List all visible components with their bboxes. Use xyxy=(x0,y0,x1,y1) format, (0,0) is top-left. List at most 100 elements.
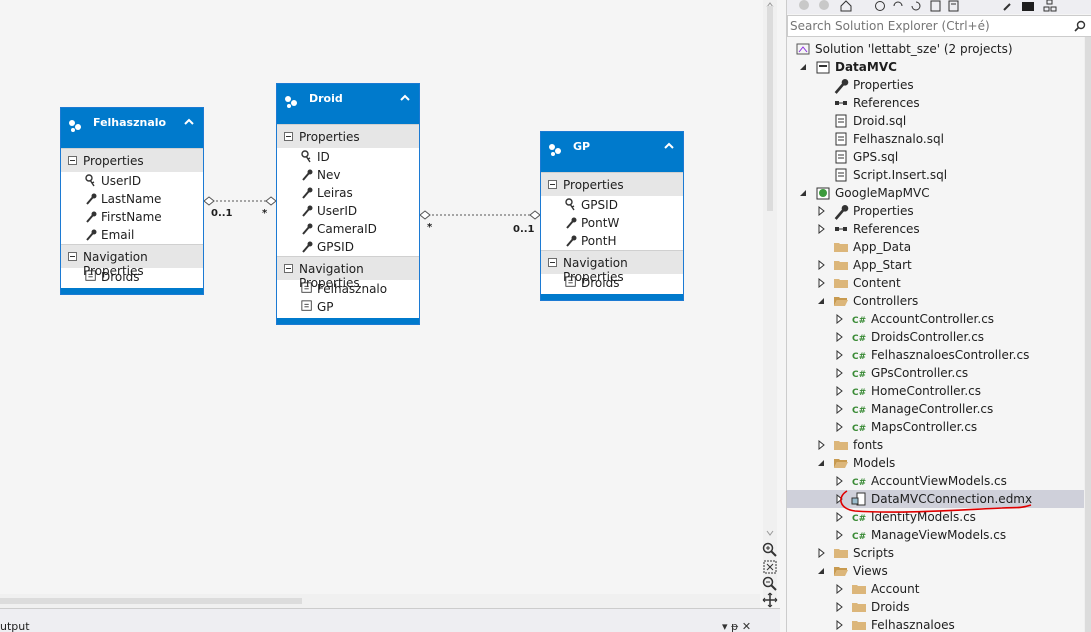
entity-property[interactable]: PontW xyxy=(541,214,683,232)
zoom-in-icon[interactable] xyxy=(762,542,778,558)
entity-property[interactable]: LastName xyxy=(61,190,203,208)
expand-arrow-icon[interactable] xyxy=(835,386,844,396)
back-icon[interactable] xyxy=(797,0,811,12)
tree-item[interactable]: Solution 'lettabt_sze' (2 projects) xyxy=(787,40,1084,58)
tree-item[interactable]: Droid.sql xyxy=(787,112,1084,130)
navigation-property[interactable]: Droids xyxy=(541,274,683,292)
entity-property[interactable]: UserID xyxy=(61,172,203,190)
class-view-icon[interactable] xyxy=(1043,0,1057,12)
tree-item[interactable]: App_Data xyxy=(787,238,1084,256)
expanded-arrow-icon[interactable] xyxy=(799,62,808,72)
solution-explorer-scrollbar[interactable] xyxy=(1084,37,1091,632)
output-tab-label[interactable]: utput xyxy=(0,620,30,632)
entity-property[interactable]: Leiras xyxy=(277,184,419,202)
search-input[interactable] xyxy=(790,18,1065,34)
tree-item[interactable]: C#AccountController.cs xyxy=(787,310,1084,328)
navigation-property[interactable]: Droids xyxy=(61,268,203,286)
expand-arrow-icon[interactable] xyxy=(835,530,844,540)
tree-item[interactable]: C#DroidsController.cs xyxy=(787,328,1084,346)
expand-arrow-icon[interactable] xyxy=(835,494,844,504)
collapse-all-icon[interactable] xyxy=(929,0,943,12)
expand-arrow-icon[interactable] xyxy=(835,512,844,522)
designer-horizontal-scrollbar[interactable] xyxy=(0,594,760,608)
show-all-files-icon[interactable] xyxy=(947,0,961,12)
tree-item[interactable]: C#ManageController.cs xyxy=(787,400,1084,418)
entity-property[interactable]: GPSID xyxy=(277,238,419,256)
expand-arrow-icon[interactable] xyxy=(817,548,826,558)
scrollbar-thumb[interactable] xyxy=(0,598,302,604)
expanded-arrow-icon[interactable] xyxy=(817,296,826,306)
tree-item[interactable]: Account xyxy=(787,580,1084,598)
entity-property[interactable]: Email xyxy=(61,226,203,244)
pan-icon[interactable] xyxy=(762,592,778,608)
navigation-section-header[interactable]: Navigation Properties xyxy=(277,256,419,290)
tree-item[interactable]: App_Start xyxy=(787,256,1084,274)
properties-section-header[interactable]: Properties xyxy=(61,148,203,172)
expand-arrow-icon[interactable] xyxy=(835,584,844,594)
tree-item[interactable]: Views xyxy=(787,562,1084,580)
entity-property[interactable]: UserID xyxy=(277,202,419,220)
navigation-section-header[interactable]: Navigation Properties xyxy=(541,250,683,284)
entity-property[interactable]: ID xyxy=(277,148,419,166)
navigation-property[interactable]: Felhasznalo xyxy=(277,280,419,298)
entity-header[interactable]: Felhasznalo xyxy=(61,108,203,148)
tree-item[interactable]: References xyxy=(787,220,1084,238)
forward-icon[interactable] xyxy=(817,0,831,12)
tree-item[interactable]: C#GPsController.cs xyxy=(787,364,1084,382)
solution-search-box[interactable] xyxy=(787,15,1091,37)
tree-item[interactable]: Models xyxy=(787,454,1084,472)
tree-item[interactable]: References xyxy=(787,94,1084,112)
tree-item[interactable]: Script.Insert.sql xyxy=(787,166,1084,184)
expand-arrow-icon[interactable] xyxy=(835,368,844,378)
entity-property[interactable]: CameraID xyxy=(277,220,419,238)
entity-property[interactable]: GPSID xyxy=(541,196,683,214)
expand-arrow-icon[interactable] xyxy=(835,602,844,612)
collapse-icon[interactable] xyxy=(399,92,411,102)
scroll-up-icon[interactable] xyxy=(765,0,775,10)
navigation-section-header[interactable]: Navigation Properties xyxy=(61,244,203,278)
tree-item[interactable]: Felhasznaloes xyxy=(787,616,1084,632)
expand-arrow-icon[interactable] xyxy=(835,332,844,342)
scroll-down-icon[interactable] xyxy=(765,528,775,538)
tree-item[interactable]: Controllers xyxy=(787,292,1084,310)
tree-item[interactable]: C#AccountViewModels.cs xyxy=(787,472,1084,490)
tree-item[interactable]: fonts xyxy=(787,436,1084,454)
properties-section-header[interactable]: Properties xyxy=(277,124,419,148)
home-icon[interactable] xyxy=(839,0,853,12)
zoom-fit-icon[interactable] xyxy=(762,559,778,575)
refresh-icon[interactable] xyxy=(909,0,923,12)
collapse-section-icon[interactable] xyxy=(548,180,557,189)
collapse-section-icon[interactable] xyxy=(284,132,293,141)
panel-pin-controls[interactable]: ▾ ᵽ ✕ xyxy=(722,620,752,632)
entity-header[interactable]: Droid xyxy=(277,84,419,124)
entity-property[interactable]: Nev xyxy=(277,166,419,184)
expanded-arrow-icon[interactable] xyxy=(799,188,808,198)
expand-arrow-icon[interactable] xyxy=(817,260,826,270)
entity-property[interactable]: FirstName xyxy=(61,208,203,226)
navigation-property[interactable]: GP xyxy=(277,298,419,316)
expand-arrow-icon[interactable] xyxy=(835,404,844,414)
expand-arrow-icon[interactable] xyxy=(817,224,826,234)
tree-item[interactable]: Properties xyxy=(787,202,1084,220)
expand-arrow-icon[interactable] xyxy=(835,422,844,432)
expand-arrow-icon[interactable] xyxy=(835,476,844,486)
sync-icon[interactable] xyxy=(891,0,905,12)
scrollbar-thumb[interactable] xyxy=(767,6,773,211)
collapse-icon[interactable] xyxy=(663,140,675,150)
preview-icon[interactable] xyxy=(1021,0,1035,12)
tree-item[interactable]: C#HomeController.cs xyxy=(787,382,1084,400)
scrollbar-thumb[interactable] xyxy=(1085,37,1091,632)
tree-item[interactable]: GoogleMapMVC xyxy=(787,184,1084,202)
tree-item[interactable]: Content xyxy=(787,274,1084,292)
tree-item[interactable]: C#FelhasznaloesController.cs xyxy=(787,346,1084,364)
collapse-section-icon[interactable] xyxy=(548,258,557,267)
entity-header[interactable]: GP xyxy=(541,132,683,172)
zoom-out-icon[interactable] xyxy=(762,576,778,592)
output-panel-tab[interactable]: utput ▾ ᵽ ✕ xyxy=(0,608,780,632)
tree-item[interactable]: C#IdentityModels.cs xyxy=(787,508,1084,526)
history-icon[interactable] xyxy=(873,0,887,12)
tree-item[interactable]: Properties xyxy=(787,76,1084,94)
